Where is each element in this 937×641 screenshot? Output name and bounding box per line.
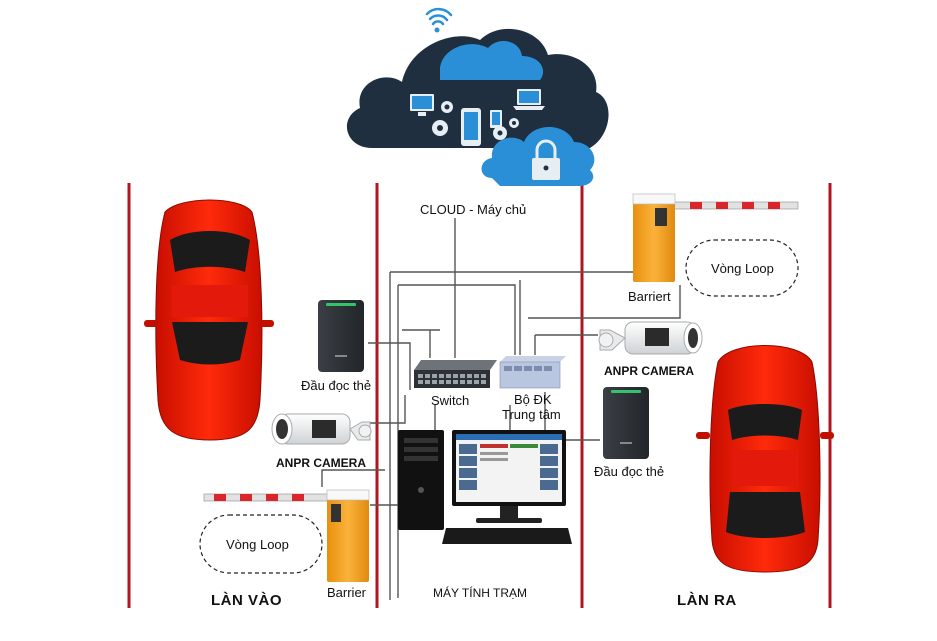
anpr-camera-entry-label: ANPR CAMERA — [276, 456, 366, 470]
car-exit — [696, 345, 834, 573]
barrier-entry-label: Barrier — [327, 585, 367, 600]
lane-entry-label: LÀN VÀO — [211, 592, 282, 609]
lane-lines — [127, 183, 832, 608]
central-controller — [499, 356, 566, 389]
wifi-icon — [425, 7, 453, 33]
barrier-exit-label: Barriert — [628, 289, 671, 304]
pc-tower — [398, 430, 444, 530]
anpr-camera-exit — [598, 321, 703, 355]
monitor-icon — [410, 94, 434, 116]
anpr-camera-entry — [271, 413, 372, 445]
loop-exit-label: Vòng Loop — [711, 261, 774, 276]
card-reader-exit-label: Đầu đọc thẻ — [594, 464, 665, 479]
loop-entry — [199, 514, 323, 574]
cloud-server — [346, 7, 609, 186]
cloud-label: CLOUD - Máy chủ — [420, 202, 527, 217]
gear-icon — [432, 101, 519, 140]
switch-label: Switch — [431, 393, 470, 408]
loop-entry-label: Vòng Loop — [226, 537, 289, 552]
card-reader-entry — [318, 300, 364, 372]
controller-label-line2: Trung tâm — [502, 407, 561, 422]
pc-label: MÁY TÍNH TRẠM — [433, 586, 528, 600]
barrier-exit — [632, 193, 799, 282]
card-reader-entry-label: Đầu đọc thẻ — [301, 378, 372, 393]
smartphone-icon — [461, 108, 481, 146]
laptop-icon — [490, 89, 545, 128]
network-switch — [414, 360, 497, 388]
car-entry — [144, 199, 274, 441]
loop-exit — [685, 239, 799, 297]
anpr-camera-exit-label: ANPR CAMERA — [604, 364, 694, 378]
pc-monitor — [442, 430, 572, 544]
barrier-entry — [203, 489, 370, 582]
lane-exit-label: LÀN RA — [677, 592, 737, 609]
card-reader-exit — [603, 387, 649, 459]
controller-label-line1: Bộ ĐK — [514, 392, 552, 407]
lock-icon — [532, 139, 560, 180]
